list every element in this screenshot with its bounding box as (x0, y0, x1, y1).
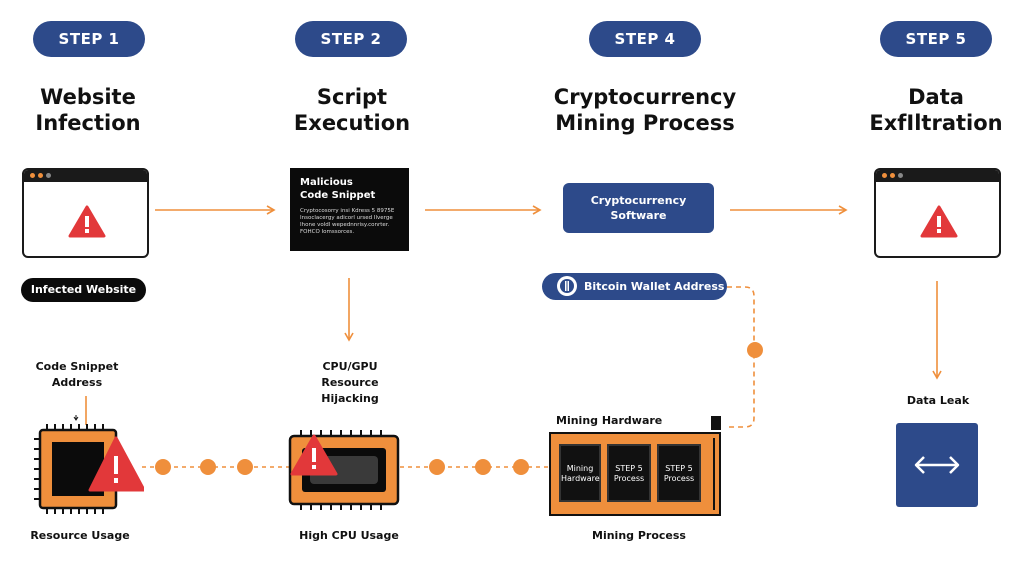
title-data-exfiltration: Data ExfIltration (869, 85, 1003, 135)
bitcoin-icon (557, 276, 577, 296)
rig-power-connector (711, 416, 721, 430)
gpu-chip-icon (288, 430, 400, 510)
chain-dot (429, 459, 445, 475)
step-5-badge: STEP 5 (880, 21, 992, 57)
cpu-gpu-hijacking-label: CPU/GPU Resource Hijacking (321, 360, 379, 405)
infected-browser-window (22, 168, 149, 258)
mining-rig: Mining Hardware STEP 5 Process STEP 5 Pr… (549, 416, 721, 516)
step-1-badge: STEP 1 (33, 21, 145, 57)
code-snippet-address-label: Code Snippet Address (35, 360, 119, 389)
chain-dot (513, 459, 529, 475)
malicious-code-snippet: Malicious Code Snippet Cryptocosorry ins… (290, 168, 409, 251)
chain-dot (237, 459, 253, 475)
step-4-badge: STEP 4 (589, 21, 701, 57)
data-leak-label: Data Leak (906, 394, 970, 407)
hw-card-3: STEP 5 Process (657, 444, 701, 502)
wallet-connector-dot (747, 342, 763, 358)
data-leak-box (896, 423, 978, 507)
bitcoin-wallet-label: Bitcoin Wallet Address (584, 280, 725, 293)
high-cpu-usage-label: High CPU Usage (299, 529, 399, 542)
mining-hardware-label: Mining Hardware (556, 414, 663, 427)
warning-icon (920, 205, 958, 238)
bitcoin-wallet-pill: Bitcoin Wallet Address (542, 273, 727, 300)
wallet-dashed-connector (727, 286, 755, 428)
warning-icon (68, 205, 106, 238)
infected-website-label: Infected Website (21, 278, 146, 302)
title-crypto-mining: Cryptocurrency Mining Process (553, 85, 737, 135)
exfiltration-browser-window (874, 168, 1001, 258)
hw-card-1: Mining Hardware (559, 444, 601, 502)
crypto-software-box: Cryptocurrency Software (563, 183, 714, 233)
code-snippet-body: Cryptocosorry insi Kdress 5 8975E Insocl… (300, 208, 395, 235)
cpu-chip-icon (34, 424, 144, 514)
hw-card-2: STEP 5 Process (607, 444, 651, 502)
step-2-badge: STEP 2 (295, 21, 407, 57)
chain-dot (200, 459, 216, 475)
code-snippet-heading: Malicious Code Snippet (300, 177, 376, 201)
chain-dot (155, 459, 171, 475)
title-script-execution: Script Execution (293, 85, 411, 135)
bidirectional-arrow-icon (914, 456, 960, 474)
title-website-infection: Website Infection (35, 85, 141, 135)
chain-dot (475, 459, 491, 475)
mining-process-label: Mining Process (592, 529, 686, 542)
resource-usage-label: Resource Usage (30, 529, 130, 542)
